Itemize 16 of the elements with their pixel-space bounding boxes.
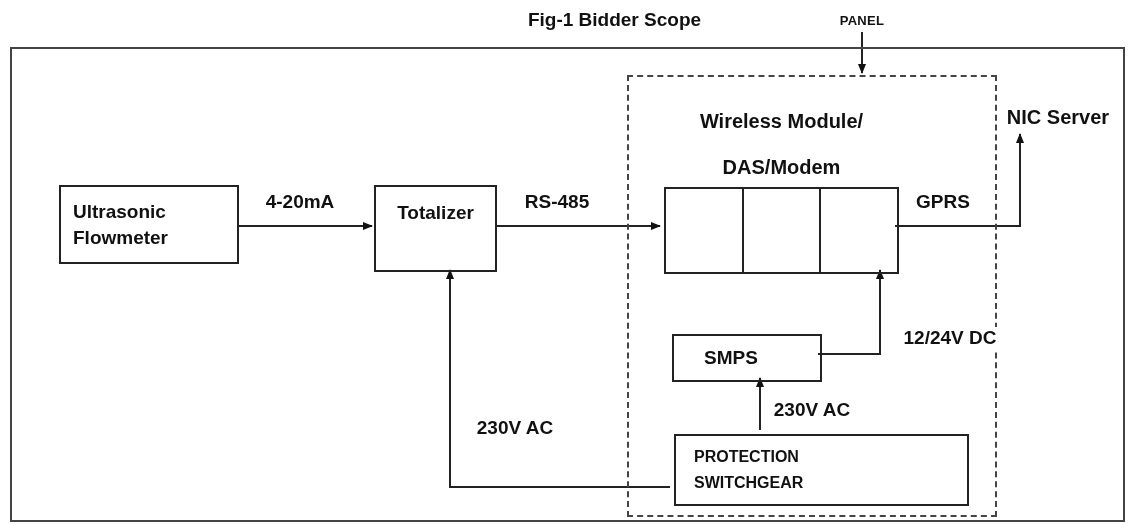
edge-label: 12/24V DC xyxy=(901,327,999,349)
arrow xyxy=(858,31,866,74)
arrow xyxy=(494,222,661,230)
text-label: NIC Server xyxy=(987,98,1129,136)
arrow xyxy=(756,377,764,431)
process-box: Ultrasonic Flowmeter xyxy=(59,185,239,264)
process-box: SMPS xyxy=(672,334,822,382)
process-box: PROTECTION SWITCHGEAR xyxy=(674,434,969,506)
text-label: PANEL xyxy=(830,10,894,32)
arrow xyxy=(894,133,1024,227)
arrow xyxy=(236,222,373,230)
arrow xyxy=(817,269,884,355)
diagram-title: Fig-1 Bidder Scope xyxy=(527,8,702,32)
module-heading: Wireless Module/ DAS/Modem xyxy=(698,109,865,180)
process-box: Totalizer xyxy=(374,185,497,272)
arrow xyxy=(446,269,671,488)
